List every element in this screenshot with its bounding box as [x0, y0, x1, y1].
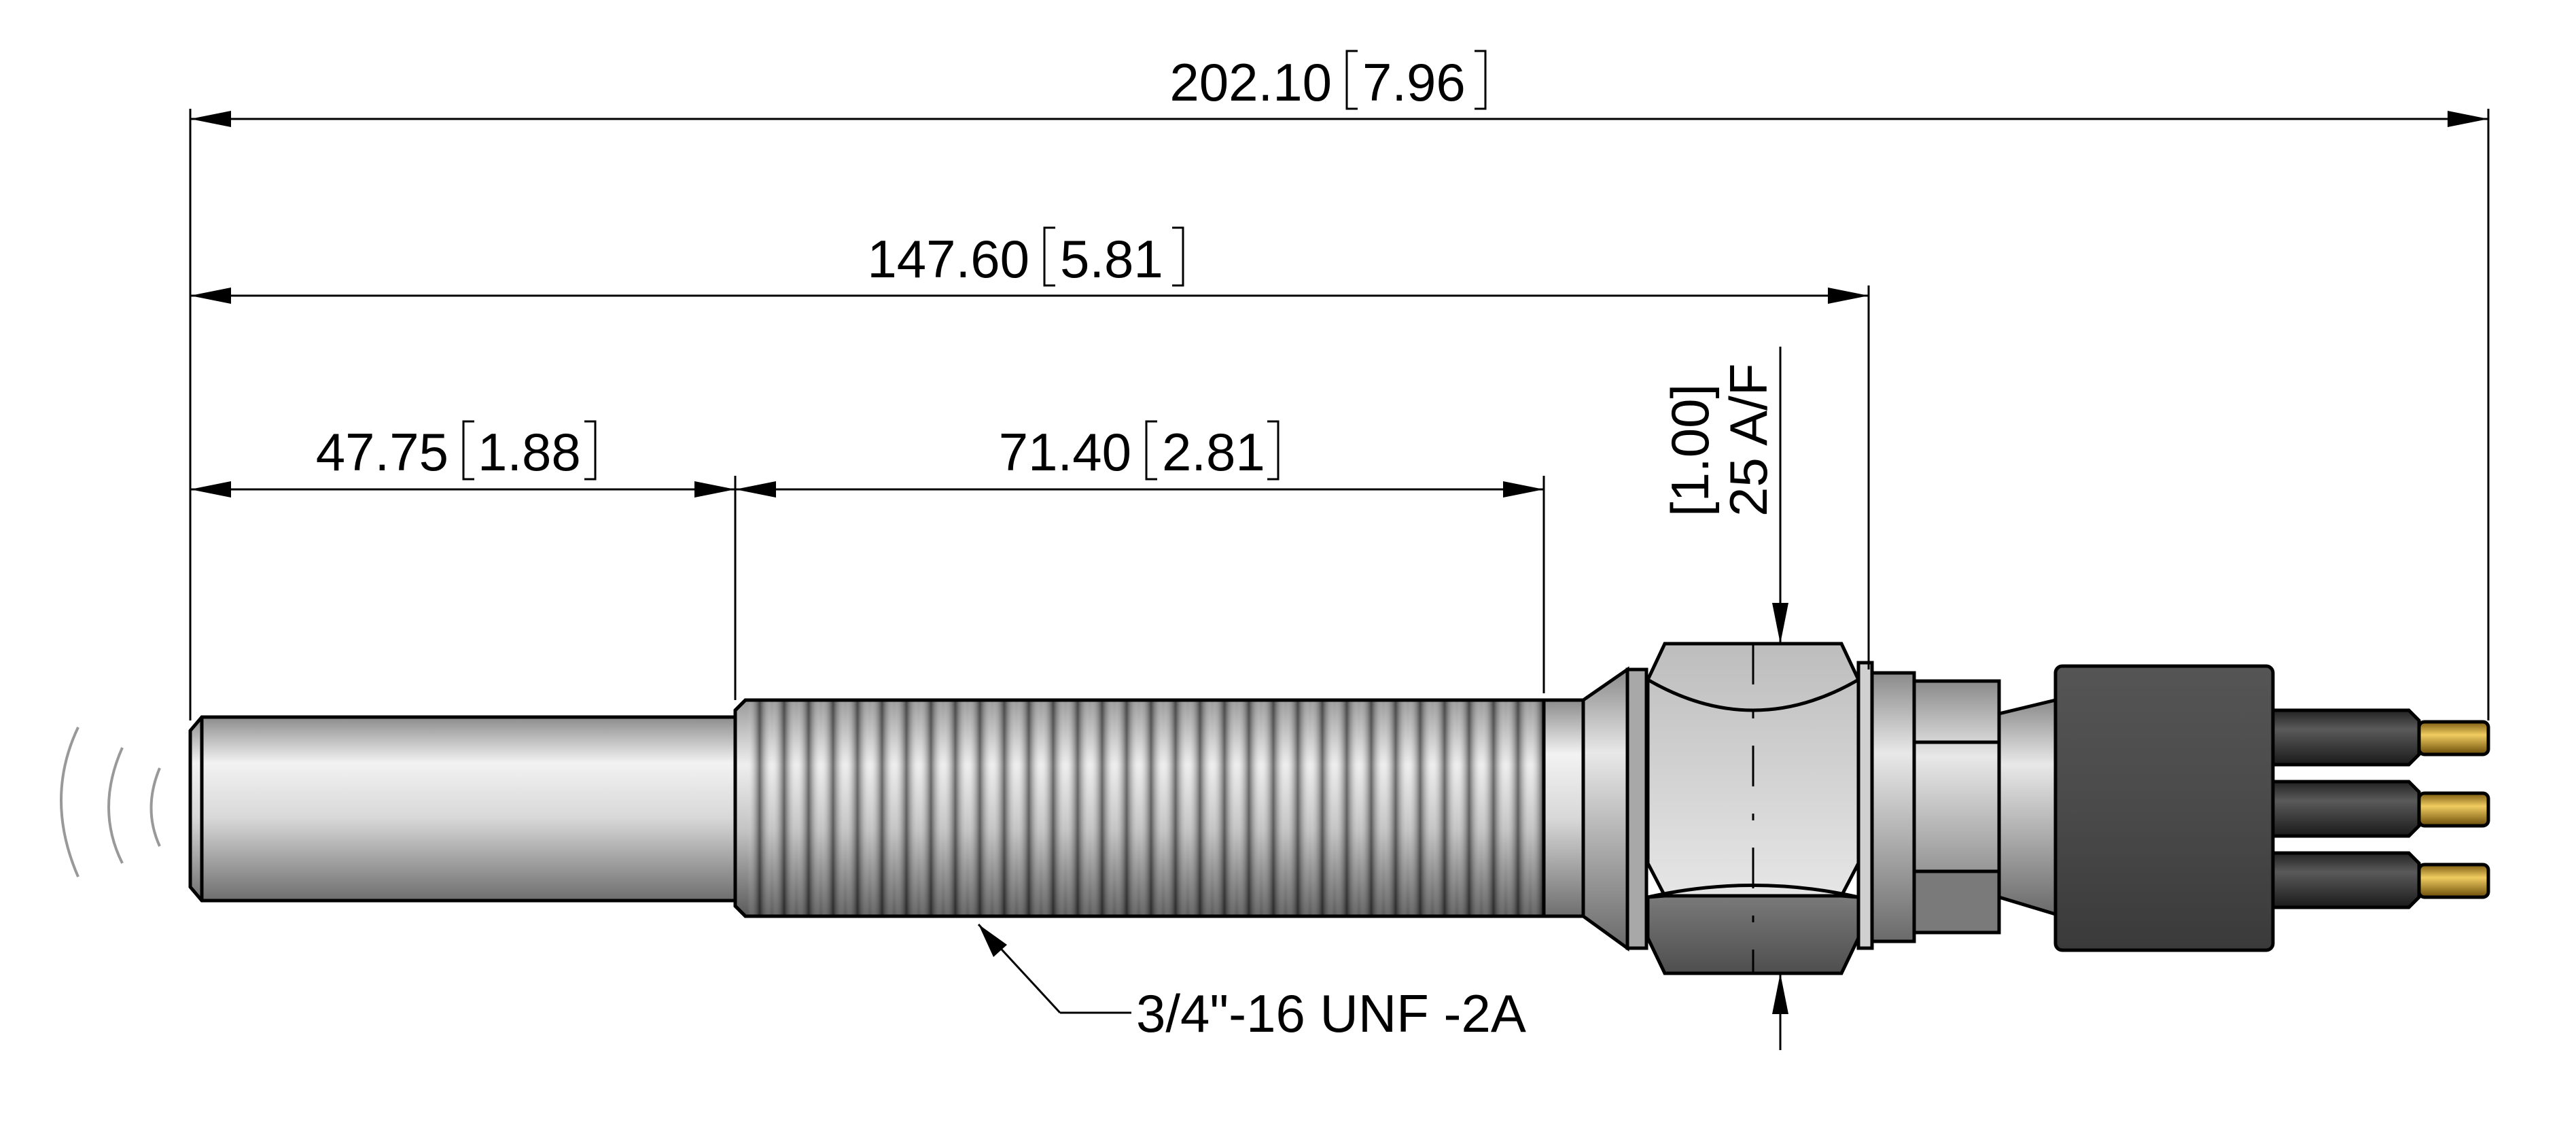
pin-bottom [2271, 851, 2490, 909]
dim-overall: 202.10 7.96 [1169, 50, 1487, 112]
dim-overall-alt: 7.96 [1362, 52, 1466, 112]
dimension-arrows [190, 111, 2488, 1014]
hex-nut [1646, 642, 1860, 975]
taper-collar [1581, 666, 1629, 952]
dim-smooth-tip-value: 47.75 [316, 422, 448, 482]
connector-body [2053, 664, 2275, 952]
dim-overall-value: 202.10 [1169, 52, 1332, 112]
dim-thread-length: 71.40 2.81 [999, 420, 1280, 482]
thread-ridges [747, 701, 1544, 915]
dim-smooth-tip-alt: 1.88 [478, 422, 581, 482]
dim-hex-af-alt: [1.00] [1660, 384, 1720, 517]
washer [1870, 671, 1916, 943]
thread-callout-label: 3/4"-16 UNF -2A [1136, 984, 1526, 1043]
connector-pins [2271, 708, 2490, 909]
sensor-body [188, 642, 2490, 975]
dim-smooth-tip: 47.75 1.88 [316, 420, 597, 482]
dim-hex-face: 147.60 5.81 [867, 226, 1184, 289]
dim-hex-face-alt: 5.81 [1060, 229, 1163, 289]
pin-top [2271, 708, 2490, 767]
thread-callout: 3/4"-16 UNF -2A [977, 923, 1526, 1043]
connector-neck [1912, 679, 2058, 935]
dim-hex-face-value: 147.60 [867, 229, 1029, 289]
dim-hex-af-value: 25 A/F [1718, 364, 1778, 517]
dim-hex-af: 25 A/F [1.00] [1660, 364, 1778, 517]
dim-thread-length-alt: 2.81 [1162, 422, 1265, 482]
pin-middle [2271, 780, 2490, 838]
smooth-tip [188, 715, 737, 903]
dimension-lines [189, 109, 2490, 1050]
dim-thread-length-value: 71.40 [999, 422, 1131, 482]
sensing-field-icon [60, 727, 161, 877]
